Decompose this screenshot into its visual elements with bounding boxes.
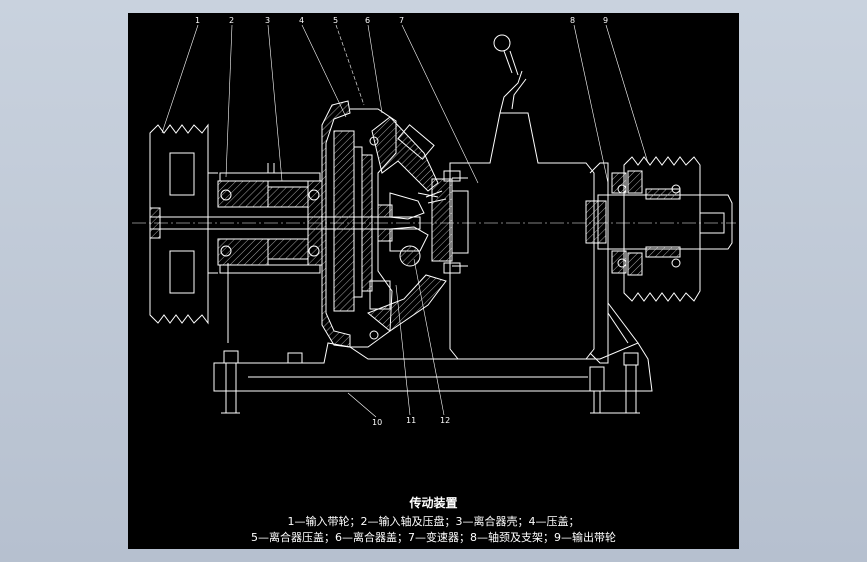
part-number: 2 bbox=[229, 16, 234, 25]
part-number: 1 bbox=[195, 16, 200, 25]
part-number: 7 bbox=[399, 16, 404, 25]
input-pulley bbox=[149, 123, 218, 325]
cad-drawing: 1 2 3 4 5 6 7 8 9 10 11 12 传动装置 1—输入带轮；2… bbox=[128, 13, 739, 549]
part-number: 11 bbox=[406, 416, 416, 425]
part-number: 3 bbox=[265, 16, 270, 25]
part-number: 10 bbox=[372, 418, 382, 427]
gearbox bbox=[431, 34, 595, 360]
input-shaft bbox=[149, 163, 421, 343]
caption-title: 传动装置 bbox=[409, 496, 458, 510]
base-frame bbox=[213, 342, 653, 414]
caption-legend-line: 1—输入带轮；2—输入轴及压盘；3—离合器壳；4—压盖； bbox=[287, 515, 580, 528]
part-number: 8 bbox=[570, 16, 575, 25]
part-number: 12 bbox=[440, 416, 450, 425]
assembly-section-drawing: 1 2 3 4 5 6 7 8 9 10 11 12 bbox=[132, 16, 736, 427]
leader-lines bbox=[161, 24, 649, 418]
part-number: 4 bbox=[299, 16, 304, 25]
part-number-labels: 1 2 3 4 5 6 7 8 9 10 11 12 bbox=[195, 16, 608, 427]
part-number: 9 bbox=[603, 16, 608, 25]
caption-legend-line: 5—离合器压盖；6—离合器盖；7—变速器；8—轴颈及支架；9—输出带轮 bbox=[251, 531, 616, 544]
output-pulley bbox=[585, 156, 733, 364]
part-number: 5 bbox=[333, 16, 338, 25]
part-number: 6 bbox=[365, 16, 370, 25]
clutch-housing bbox=[321, 100, 447, 348]
